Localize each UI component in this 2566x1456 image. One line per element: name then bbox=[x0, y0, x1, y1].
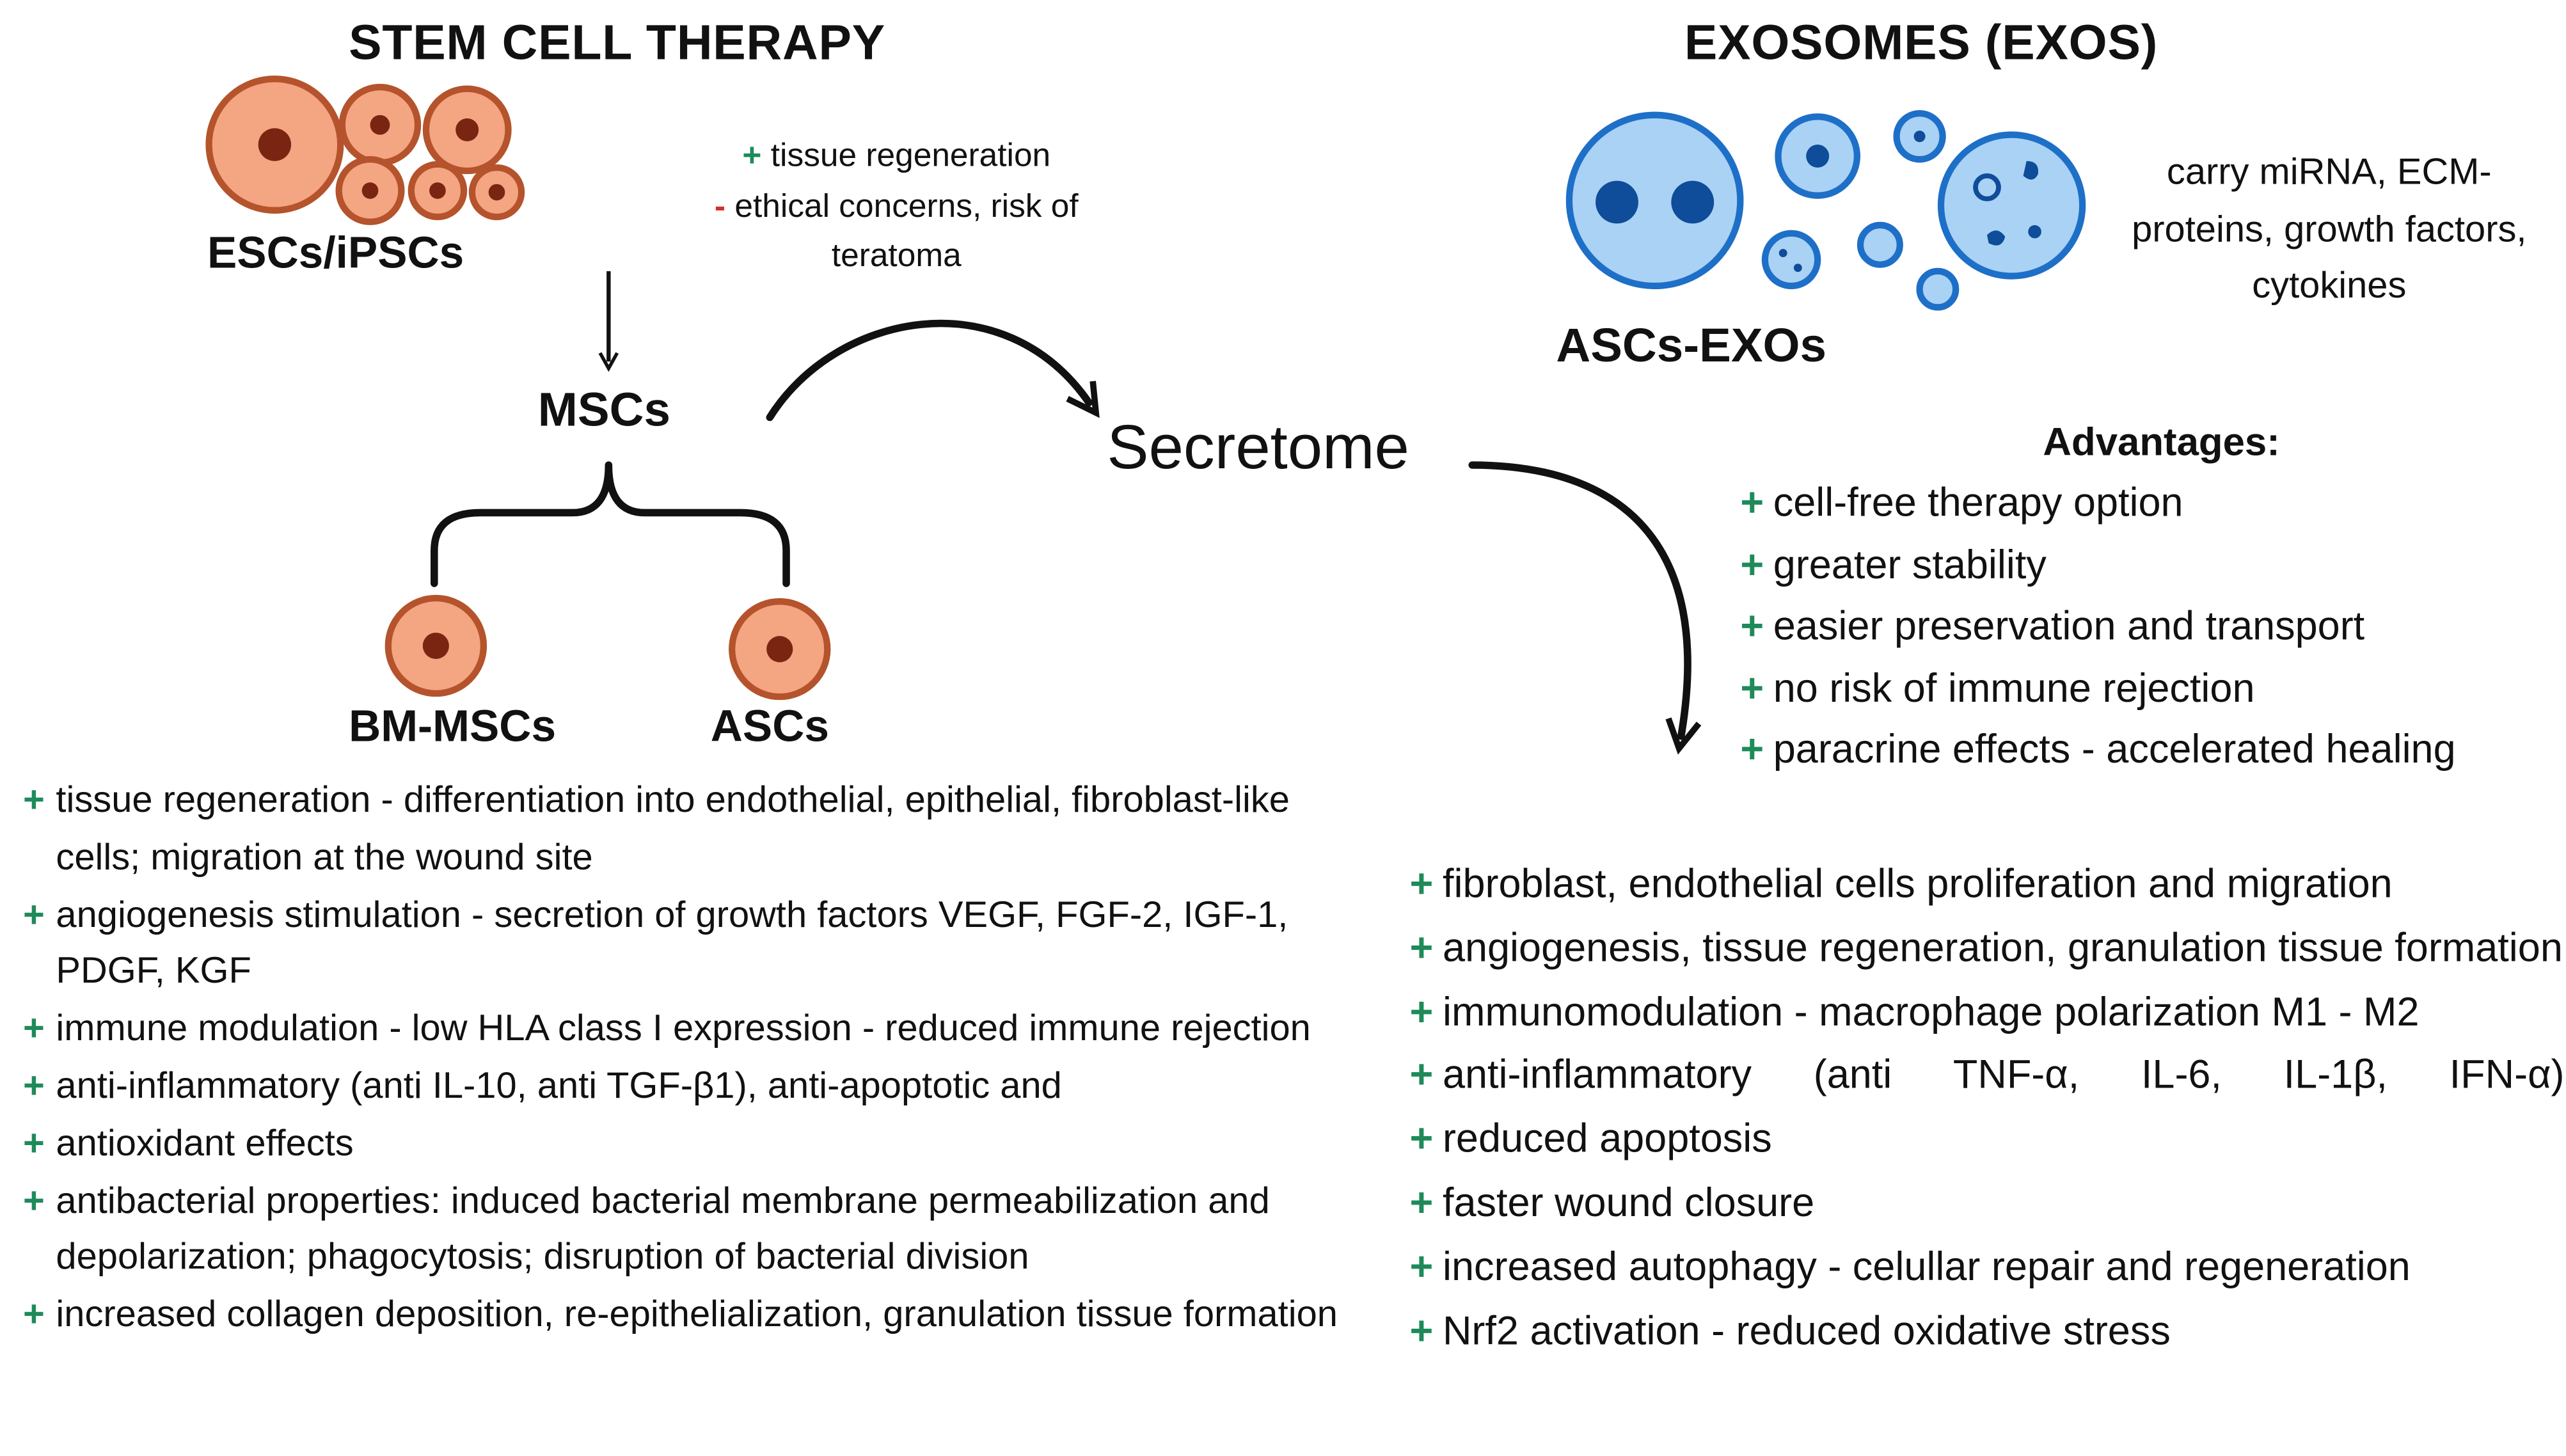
plus-icon: + bbox=[1740, 666, 1764, 711]
list-item-text: fibroblast, endothelial cells proliferat… bbox=[1442, 862, 2393, 907]
plus-icon: + bbox=[22, 1008, 45, 1049]
list-item: +anti-inflammatory (anti TNF-α, IL-6, IL… bbox=[1410, 1046, 2565, 1110]
list-item-text: increased collagen deposition, re-epithe… bbox=[56, 1294, 1338, 1335]
plus-icon: + bbox=[22, 893, 45, 935]
list-item: +fibroblast, endothelial cells prolifera… bbox=[1410, 855, 2565, 919]
list-item: +angiogenesis, tissue regeneration, gran… bbox=[1410, 918, 2565, 982]
list-item: +immunomodulation - macrophage polarizat… bbox=[1410, 982, 2565, 1046]
list-item: +greater stability bbox=[1740, 535, 2455, 596]
stem-cell-effects-list: + tissue regeneration - differentiation i… bbox=[23, 772, 1356, 1344]
msc-branch-brace bbox=[431, 461, 790, 587]
list-item: + immune modulation - low HLA class I exp… bbox=[23, 1001, 1356, 1058]
msc-to-secretome-arrow bbox=[766, 319, 1089, 422]
plus-icon: + bbox=[22, 779, 45, 820]
plus-icon: + bbox=[22, 1294, 45, 1335]
plus-icon: + bbox=[1740, 605, 1764, 649]
esc-con-item: - ethical concerns, risk of teratoma bbox=[699, 182, 1094, 282]
exosomes-title: EXOSOMES (EXOS) bbox=[1684, 16, 2158, 71]
list-item-text: reduced apoptosis bbox=[1442, 1118, 1772, 1162]
bm-msc-cell-icon bbox=[384, 594, 487, 697]
esc-pros-cons: + tissue regeneration - ethical concerns… bbox=[699, 132, 1094, 282]
list-item-text: Nrf2 activation - reduced oxidative stre… bbox=[1442, 1309, 2171, 1354]
list-item-text: paracrine effects - accelerated healing bbox=[1773, 727, 2456, 773]
secretome-to-exosome-effects-arrow bbox=[1468, 461, 1688, 736]
list-item-text: increased autophagy - celullar repair an… bbox=[1442, 1245, 2411, 1290]
list-item: + angiogenesis stimulation - secretion of… bbox=[23, 887, 1356, 1001]
advantages-list: +cell-free therapy option +greater stabi… bbox=[1740, 473, 2455, 782]
plus-icon: + bbox=[22, 1121, 45, 1164]
list-item: + tissue regeneration - differentiation i… bbox=[23, 772, 1356, 887]
plus-icon: + bbox=[1740, 542, 1764, 588]
list-item: + antioxidant effects bbox=[23, 1116, 1356, 1173]
list-item: +no risk of immune rejection bbox=[1740, 658, 2455, 720]
list-item-text: faster wound closure bbox=[1442, 1181, 1815, 1226]
plus-icon: + bbox=[1409, 926, 1434, 971]
list-item-text: angiogenesis, tissue regeneration, granu… bbox=[1442, 926, 2563, 971]
plus-icon: + bbox=[1409, 1245, 1434, 1290]
plus-icon: + bbox=[742, 138, 762, 175]
list-item-text: immune modulation - low HLA class I expr… bbox=[56, 1008, 1311, 1049]
plus-icon: + bbox=[22, 1179, 45, 1221]
stem-cell-therapy-title: STEM CELL THERAPY bbox=[349, 16, 885, 71]
secretome-label: Secretome bbox=[1107, 414, 1409, 484]
list-item: + antibacterial properties: induced bacte… bbox=[23, 1173, 1356, 1287]
list-item-text: antioxidant effects bbox=[56, 1121, 354, 1164]
minus-icon: - bbox=[714, 188, 726, 225]
list-item: +cell-free therapy option bbox=[1740, 473, 2455, 535]
asc-exosome-cluster-icon bbox=[1565, 110, 2086, 311]
list-item: +Nrf2 activation - reduced oxidative str… bbox=[1410, 1301, 2565, 1365]
bm-msc-label: BM-MSCs bbox=[349, 701, 557, 751]
list-item-text: cell-free therapy option bbox=[1773, 481, 2183, 526]
list-item-text: anti-inflammatory (anti IL-10, anti TGF-… bbox=[56, 1064, 1062, 1106]
list-item-text: greater stability bbox=[1773, 542, 2047, 588]
plus-icon: + bbox=[1409, 1054, 1434, 1098]
list-item-text: no risk of immune rejection bbox=[1773, 666, 2255, 711]
asc-label: ASCs bbox=[710, 701, 829, 751]
list-item-text: tissue regeneration - differentiation in… bbox=[56, 779, 1290, 878]
plus-icon: + bbox=[1409, 1118, 1434, 1162]
plus-icon: + bbox=[1409, 990, 1434, 1035]
list-item: + increased collagen deposition, re-epith… bbox=[23, 1287, 1356, 1344]
plus-icon: + bbox=[1740, 727, 1764, 773]
esc-pro-text: tissue regeneration bbox=[770, 138, 1051, 175]
list-item: +paracrine effects - accelerated healing bbox=[1740, 720, 2455, 781]
plus-icon: + bbox=[1740, 481, 1764, 526]
exosome-cargo-text: carry miRNA, ECM-proteins, growth factor… bbox=[2132, 151, 2527, 306]
list-item: +increased autophagy - celullar repair a… bbox=[1410, 1237, 2565, 1301]
esc-pro-item: + tissue regeneration bbox=[699, 132, 1094, 182]
list-item-text: angiogenesis stimulation - secretion of … bbox=[56, 893, 1288, 992]
plus-icon: + bbox=[1409, 1181, 1434, 1226]
plus-icon: + bbox=[1409, 1309, 1434, 1354]
asc-exos-label: ASCs-EXOs bbox=[1556, 320, 1827, 374]
plus-icon: + bbox=[22, 1064, 45, 1106]
esc-ipsc-cell-cluster-icon bbox=[205, 75, 525, 225]
advantages-title: Advantages: bbox=[2043, 420, 2280, 465]
esc-con-text: ethical concerns, risk of teratoma bbox=[734, 188, 1079, 274]
list-item-text: antibacterial properties: induced bacter… bbox=[56, 1179, 1270, 1278]
list-item: + anti-inflammatory (anti IL-10, anti TGF… bbox=[23, 1058, 1356, 1115]
list-item-text: immunomodulation - macrophage polarizati… bbox=[1442, 990, 2419, 1035]
plus-icon: + bbox=[1409, 862, 1434, 907]
list-item-text: easier preservation and transport bbox=[1773, 605, 2365, 649]
list-item-text: anti-inflammatory (anti TNF-α, IL-6, IL-… bbox=[1442, 1054, 2565, 1098]
asc-cell-icon bbox=[729, 598, 831, 700]
list-item: +easier preservation and transport bbox=[1740, 596, 2455, 658]
esc-ipsc-label: ESCs/iPSCs bbox=[207, 228, 464, 278]
exosome-effects-list: +fibroblast, endothelial cells prolifera… bbox=[1410, 855, 2565, 1365]
list-item: +faster wound closure bbox=[1410, 1173, 2565, 1237]
list-item: +reduced apoptosis bbox=[1410, 1109, 2565, 1173]
msc-label: MSCs bbox=[537, 384, 670, 438]
